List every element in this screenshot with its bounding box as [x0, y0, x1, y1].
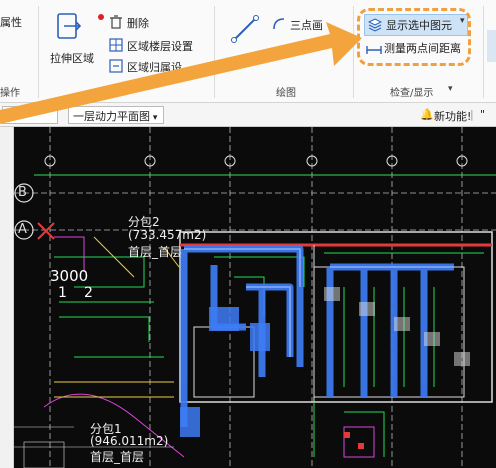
- package-1-floor: 首层_首层: [90, 450, 145, 464]
- toolbar-overflow-text[interactable]: ": [480, 108, 486, 121]
- ribbon-edge-panel: [487, 30, 496, 62]
- line-draw-icon[interactable]: [230, 14, 260, 44]
- layers-icon: [367, 17, 383, 32]
- stretch-region-button[interactable]: 拉伸区域: [50, 52, 94, 65]
- show-selected-button-bg[interactable]: [364, 14, 468, 36]
- dimension-index-1: 1: [58, 285, 67, 301]
- package-2-title: 分包2: [128, 215, 160, 229]
- show-selected-element-button[interactable]: 显示选中图元: [386, 19, 452, 32]
- left-panel-strip: [0, 127, 14, 468]
- ribbon-separator: [38, 6, 39, 98]
- cad-drawing-canvas[interactable]: B A 分包2 (733.457m2) 首层_首层 3000 1 2 分包1 (…: [14, 127, 496, 468]
- floor-setting-icon[interactable]: [109, 37, 123, 52]
- measure-distance-button[interactable]: 测量两点间距离: [384, 42, 461, 55]
- axis-label-b: B: [18, 185, 27, 200]
- region-attribution-setting-button[interactable]: 区域归属设: [127, 61, 182, 74]
- arc-icon[interactable]: [272, 16, 286, 30]
- bell-icon: 🔔: [420, 108, 434, 121]
- ribbon-separator: [483, 6, 484, 98]
- operation-group-label: 操作: [0, 88, 20, 99]
- chevron-down-icon: ▾: [150, 113, 158, 123]
- toolbar-divider: |: [470, 108, 474, 121]
- draw-group-label: 绘图: [276, 88, 296, 99]
- package-2-area: (733.457m2): [128, 228, 207, 242]
- dimension-index-2: 2: [84, 285, 93, 301]
- attribute-button-label[interactable]: 属性: [0, 16, 22, 29]
- region-attr-icon[interactable]: [109, 58, 123, 73]
- package-1-title: 分包1: [90, 422, 122, 436]
- group-expand-icon[interactable]: ▾: [448, 84, 453, 94]
- chevron-down-icon[interactable]: ▾: [460, 16, 465, 26]
- three-point-arc-button[interactable]: 三点画: [290, 19, 323, 32]
- new-feature-link[interactable]: 新功能!: [434, 110, 472, 123]
- delete-icon[interactable]: [109, 14, 123, 29]
- ribbon: 属性 操作 拉伸区域 删除 区域楼层设置 区域归属设 三点画 绘图 显示选中图元…: [0, 0, 496, 103]
- new-dot-badge: [98, 14, 104, 20]
- axis-label-a: A: [18, 222, 27, 237]
- ribbon-separator: [353, 6, 354, 98]
- floor-plan-combo[interactable]: 一层动力平面图 ▾: [68, 106, 164, 124]
- cad-drawing: [14, 127, 496, 468]
- dimension-value: 3000: [50, 267, 89, 285]
- delete-button[interactable]: 删除: [127, 17, 149, 30]
- package-1-area: (946.011m2): [90, 434, 169, 448]
- region-floor-setting-button[interactable]: 区域楼层设置: [127, 40, 193, 53]
- ribbon-separator: [214, 6, 215, 98]
- measure-icon[interactable]: [366, 41, 382, 54]
- package-2-floor: 首层_首层: [128, 245, 183, 259]
- stretch-region-icon[interactable]: [56, 12, 82, 42]
- check-display-group-label: 检查/显示: [390, 88, 434, 99]
- floor-plan-combo-text: 一层动力平面图: [73, 110, 150, 123]
